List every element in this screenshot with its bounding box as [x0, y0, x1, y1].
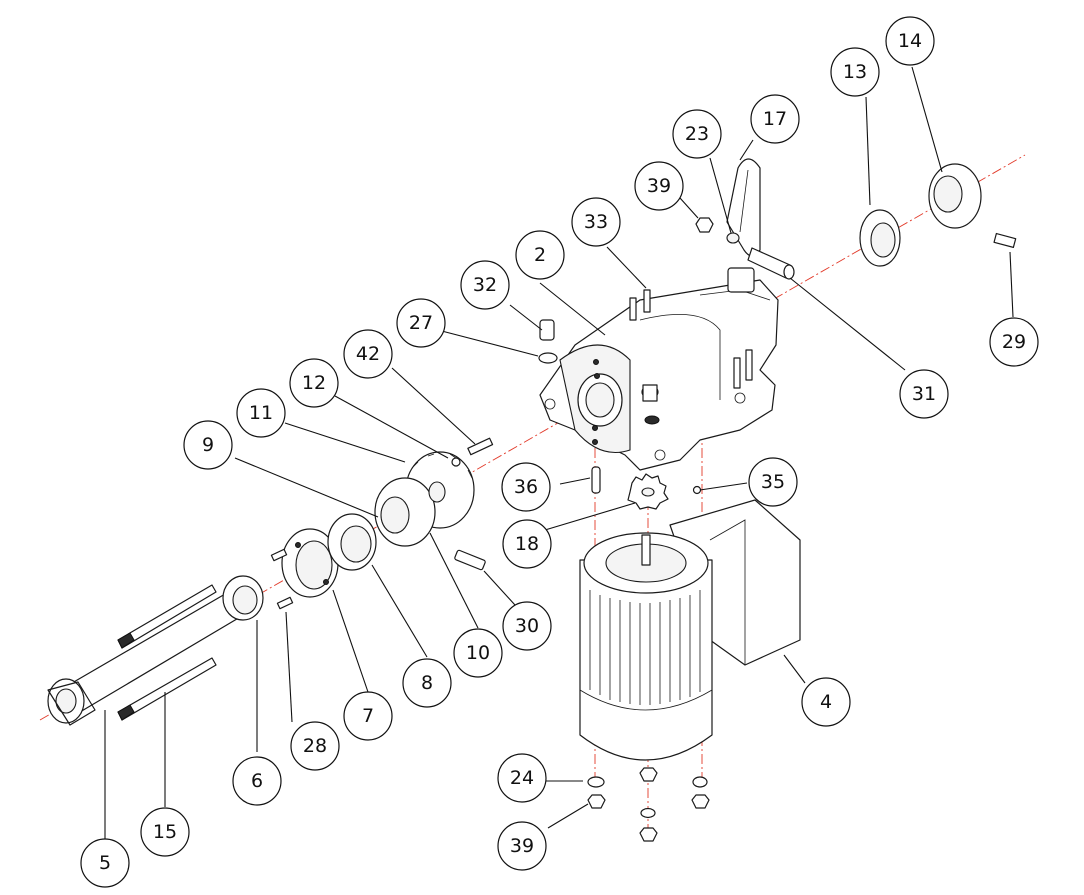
motor-part: [579, 499, 801, 761]
svg-text:5: 5: [99, 852, 111, 874]
callout-23: 23: [672, 109, 722, 159]
svg-text:30: 30: [515, 615, 539, 637]
callout-5: 5: [80, 838, 130, 888]
svg-text:18: 18: [515, 533, 539, 555]
callout-11: 11: [236, 388, 286, 438]
callout-4: 4: [801, 677, 851, 727]
svg-text:23: 23: [685, 123, 709, 145]
svg-text:15: 15: [153, 821, 177, 843]
svg-text:24: 24: [510, 767, 534, 789]
cap-screw-part: [539, 319, 555, 341]
callout-12: 12: [289, 358, 339, 408]
callout-2: 2: [515, 230, 565, 280]
pulley-assembly-part: [374, 451, 475, 547]
screw-part: [270, 548, 288, 562]
set-screw-part: [692, 485, 702, 495]
housing-part: [539, 267, 779, 471]
svg-text:4: 4: [820, 691, 832, 713]
svg-text:2: 2: [534, 244, 546, 266]
pin-part: [591, 466, 601, 494]
svg-text:9: 9: [202, 434, 214, 456]
tie-rods-part: [117, 584, 217, 721]
callout-39-top: 39: [634, 161, 684, 211]
callout-33: 33: [571, 197, 621, 247]
screw-part: [993, 232, 1017, 249]
bearing-housing-part: [928, 163, 982, 229]
motor-cooling-fins: [589, 590, 701, 705]
washer-part: [538, 352, 558, 364]
callout-42: 42: [343, 329, 393, 379]
screw-part: [451, 457, 461, 467]
svg-text:39: 39: [510, 835, 534, 857]
leader-lines: [104, 66, 1014, 839]
callout-6: 6: [232, 756, 282, 806]
svg-text:28: 28: [303, 735, 327, 757]
callout-18: 18: [502, 519, 552, 569]
retaining-ring-part: [222, 575, 264, 621]
callout-39-bottom: 39: [497, 821, 547, 871]
screw-part: [454, 549, 486, 571]
svg-text:7: 7: [362, 705, 374, 727]
svg-text:13: 13: [843, 61, 867, 83]
svg-text:29: 29: [1002, 331, 1026, 353]
spindle-shaft-part: [47, 589, 253, 726]
callout-8: 8: [402, 658, 452, 708]
callout-15: 15: [140, 807, 190, 857]
bearing-part: [859, 209, 901, 267]
callout-24: 24: [497, 753, 547, 803]
svg-text:42: 42: [356, 343, 380, 365]
bearing-part: [327, 513, 377, 571]
callout-36: 36: [501, 462, 551, 512]
callout-14: 14: [885, 16, 935, 66]
svg-text:11: 11: [249, 402, 273, 424]
svg-text:8: 8: [421, 672, 433, 694]
svg-text:27: 27: [409, 312, 433, 334]
callout-9: 9: [183, 420, 233, 470]
callout-27: 27: [396, 298, 446, 348]
svg-text:39: 39: [647, 175, 671, 197]
callout-30: 30: [502, 601, 552, 651]
svg-text:35: 35: [761, 471, 785, 493]
svg-text:17: 17: [763, 108, 787, 130]
stud-bolts: [629, 289, 753, 389]
callout-17: 17: [750, 94, 800, 144]
callout-7: 7: [343, 691, 393, 741]
pinion-gear-part: [627, 473, 669, 510]
callout-29: 29: [989, 317, 1039, 367]
svg-text:6: 6: [251, 770, 263, 792]
callout-35: 35: [748, 457, 798, 507]
svg-text:33: 33: [584, 211, 608, 233]
svg-text:31: 31: [912, 383, 936, 405]
screw-part: [467, 437, 494, 456]
flange-part: [281, 528, 339, 598]
screw-part: [276, 596, 294, 610]
callout-13: 13: [830, 47, 880, 97]
svg-text:36: 36: [514, 476, 538, 498]
lever-part: [695, 158, 795, 280]
svg-text:12: 12: [302, 372, 326, 394]
svg-text:14: 14: [898, 30, 922, 52]
callout-32: 32: [460, 260, 510, 310]
svg-text:10: 10: [466, 642, 490, 664]
callout-28: 28: [290, 721, 340, 771]
callouts: 2 4 5 6 7 8 9 10 11 12 13 14 15 17 18 23…: [80, 16, 1039, 888]
washers-and-nuts: [587, 767, 710, 842]
callout-10: 10: [453, 628, 503, 678]
callout-31: 31: [899, 369, 949, 419]
svg-text:32: 32: [473, 274, 497, 296]
